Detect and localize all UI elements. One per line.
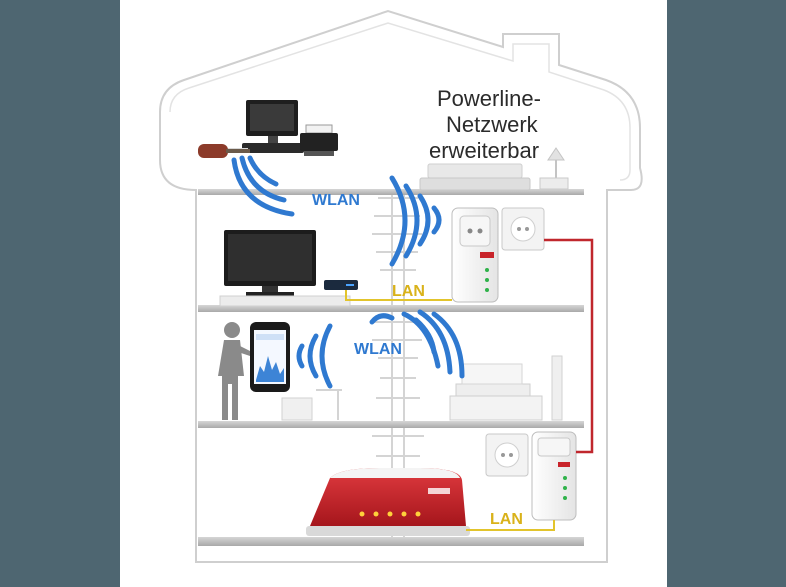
- floor-middle: [198, 421, 584, 428]
- side-table-icon: [281, 389, 342, 421]
- powerline-adapter-ground: [531, 431, 577, 521]
- television-icon: [219, 230, 351, 307]
- title-line-2: Netzwerk: [446, 112, 539, 137]
- lan-label-ground: LAN: [490, 511, 523, 528]
- wall-socket-ground: [485, 433, 529, 477]
- wlan-label-top: WLAN: [312, 192, 360, 209]
- lan-label-upper: LAN: [392, 283, 425, 300]
- media-player-icon: [324, 280, 358, 290]
- desktop-pc-icon: [222, 100, 304, 153]
- guitar-icon: [198, 144, 250, 158]
- wifi-waves-middle: [296, 323, 333, 389]
- printer-icon: [300, 124, 338, 156]
- floor-lamp-icon: [551, 355, 563, 421]
- floor-upper: [198, 305, 584, 312]
- wifi-waves-attic: [231, 155, 295, 217]
- powerline-adapter-upper: [451, 207, 499, 303]
- title-line-1: Powerline-: [437, 86, 541, 111]
- router-icon: [306, 468, 470, 536]
- wall-socket-upper: [501, 207, 545, 251]
- lamp-icon: [539, 147, 569, 190]
- wlan-label-middle: WLAN: [354, 341, 402, 358]
- floor-attic: [198, 189, 584, 195]
- lan-cable-upper: [345, 290, 452, 301]
- floor-ground: [198, 537, 584, 546]
- smartphone-icon: [250, 322, 290, 392]
- house-inner-outline: [169, 22, 631, 181]
- sofa-icon: [419, 163, 531, 191]
- wifi-waves-middle-right: [369, 309, 465, 379]
- powerline-cable: [544, 238, 594, 454]
- title-line-3: erweiterbar: [429, 138, 539, 163]
- person-silhouette-icon: [218, 322, 252, 420]
- lan-cable-ground: [466, 520, 555, 531]
- wifi-waves-upper: [389, 175, 442, 267]
- bed-icon: [449, 363, 543, 421]
